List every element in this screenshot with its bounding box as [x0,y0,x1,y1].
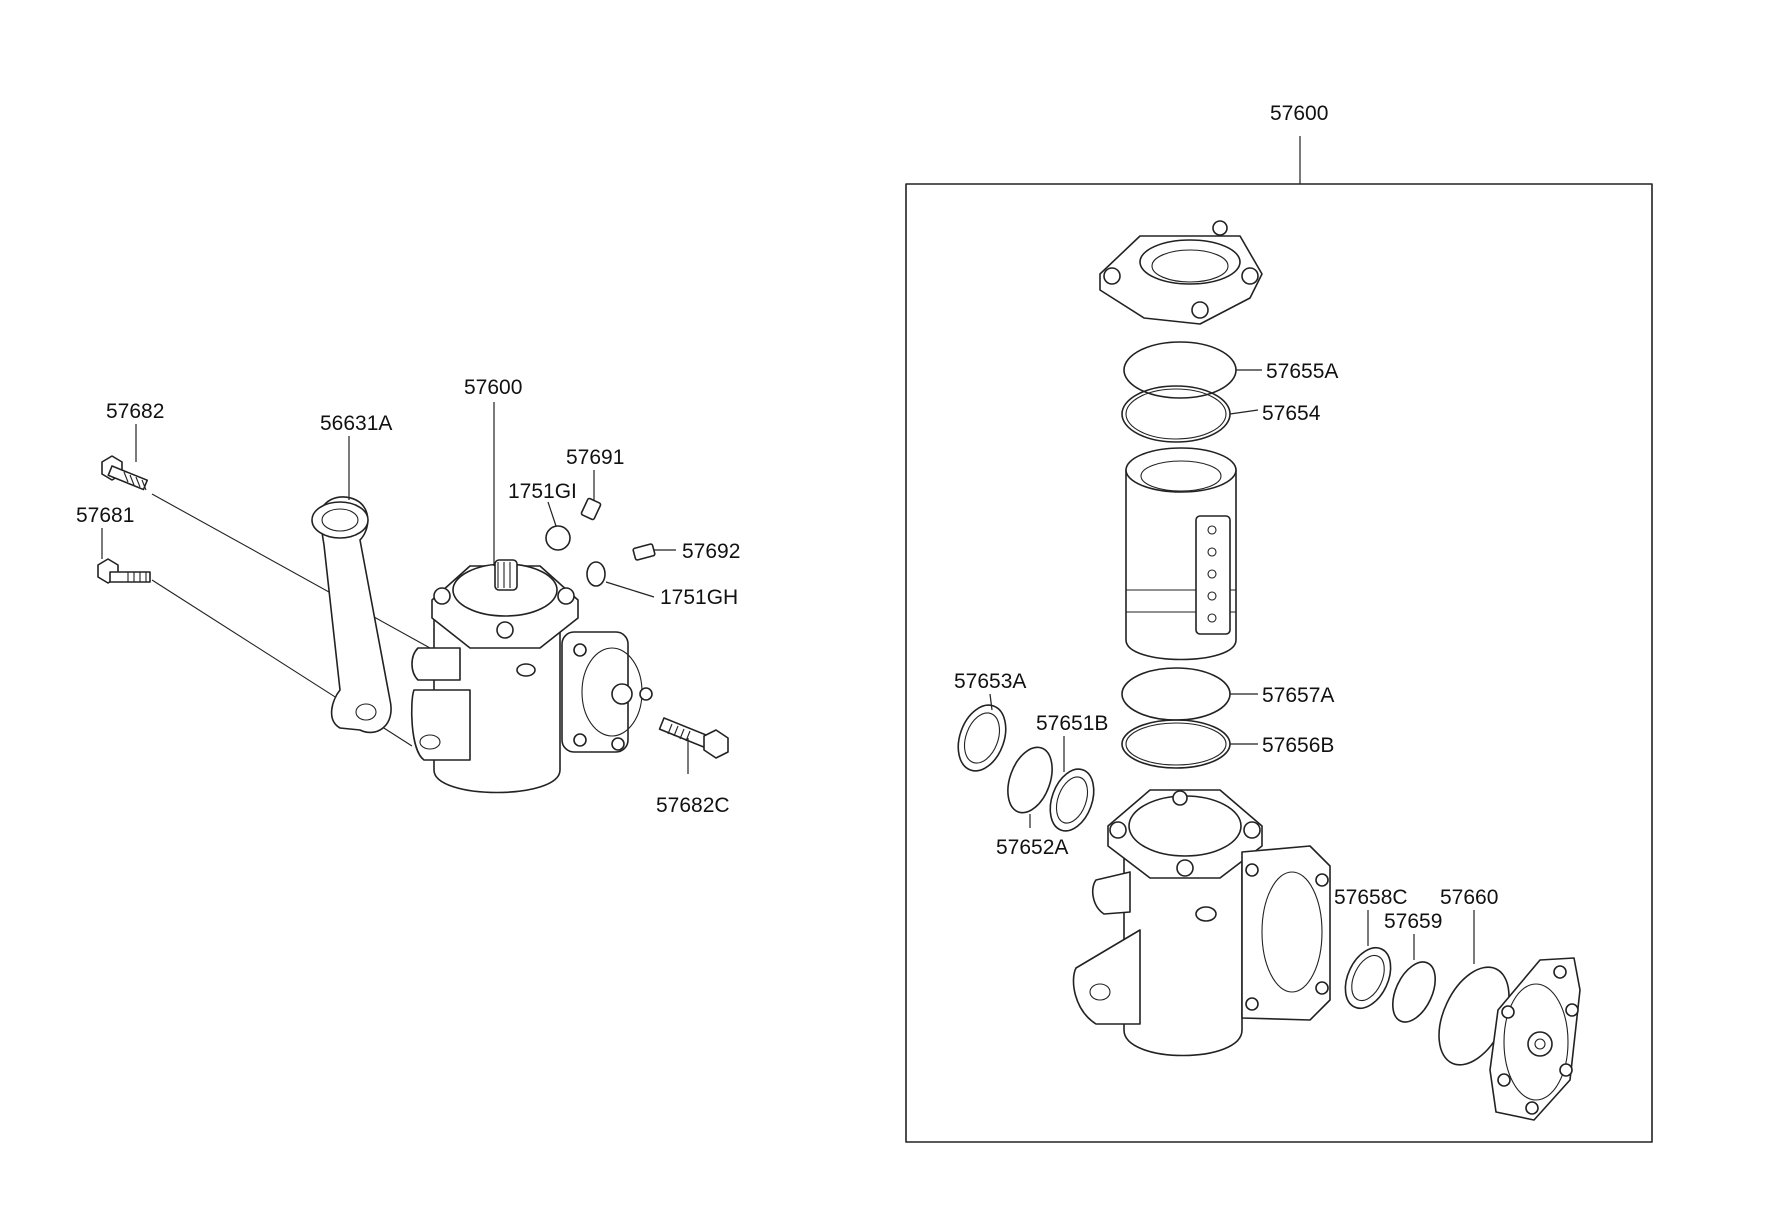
ring-57657a-shape [1121,667,1231,721]
label-57656b: 57656B [1262,734,1334,757]
label-57600-kit: 57600 [1270,102,1328,125]
label-57653a: 57653A [954,670,1026,693]
housing-cover-shape [1099,220,1263,325]
label-57654: 57654 [1262,402,1321,425]
bolt-57681-shape [97,558,151,584]
label-57691: 57691 [566,446,624,469]
label-57651b: 57651B [1036,712,1108,735]
label-57692: 57692 [682,540,740,563]
ring-57652a-shape [1007,746,1053,814]
label-57658c: 57658C [1334,886,1408,909]
seal-1751gi-shape [545,525,571,551]
label-57659: 57659 [1384,910,1442,933]
ring-57659-shape [1392,961,1436,1023]
bolt-57682-shape [101,455,149,491]
seal-57651b-shape [1049,768,1095,832]
fitting-57691-shape [580,497,602,521]
seal-1751gh-shape [586,561,606,587]
label-57660: 57660 [1440,886,1498,909]
seal-57653a-shape [957,704,1007,772]
seal-57658c-shape [1344,946,1392,1010]
gearbox-shape [410,559,653,794]
end-cover-shape [1489,957,1581,1121]
fitting-57692-shape [632,543,656,561]
label-57600-assembly: 57600 [464,376,522,399]
assembly-view: 57682 56631A 57600 57681 57691 1751GI 57… [76,376,740,817]
label-57652a: 57652A [996,836,1068,859]
label-57655a: 57655A [1266,360,1338,383]
bolt-57682c-shape [658,717,729,759]
label-57682: 57682 [106,400,164,423]
label-57681: 57681 [76,504,134,527]
pitman-arm-shape [311,496,392,734]
label-57682c: 57682C [656,794,730,817]
label-57657a: 57657A [1262,684,1334,707]
ring-57656b-shape [1121,719,1231,769]
label-1751gh: 1751GH [660,586,738,609]
label-1751gi: 1751GI [508,480,577,503]
exploded-view: 57600 [905,102,1653,1143]
kit-frame [905,183,1653,1143]
gear-housing-shape [1072,789,1331,1057]
label-56631a: 56631A [320,412,392,435]
ring-57654-shape [1121,385,1231,443]
piston-shape [1125,447,1237,661]
